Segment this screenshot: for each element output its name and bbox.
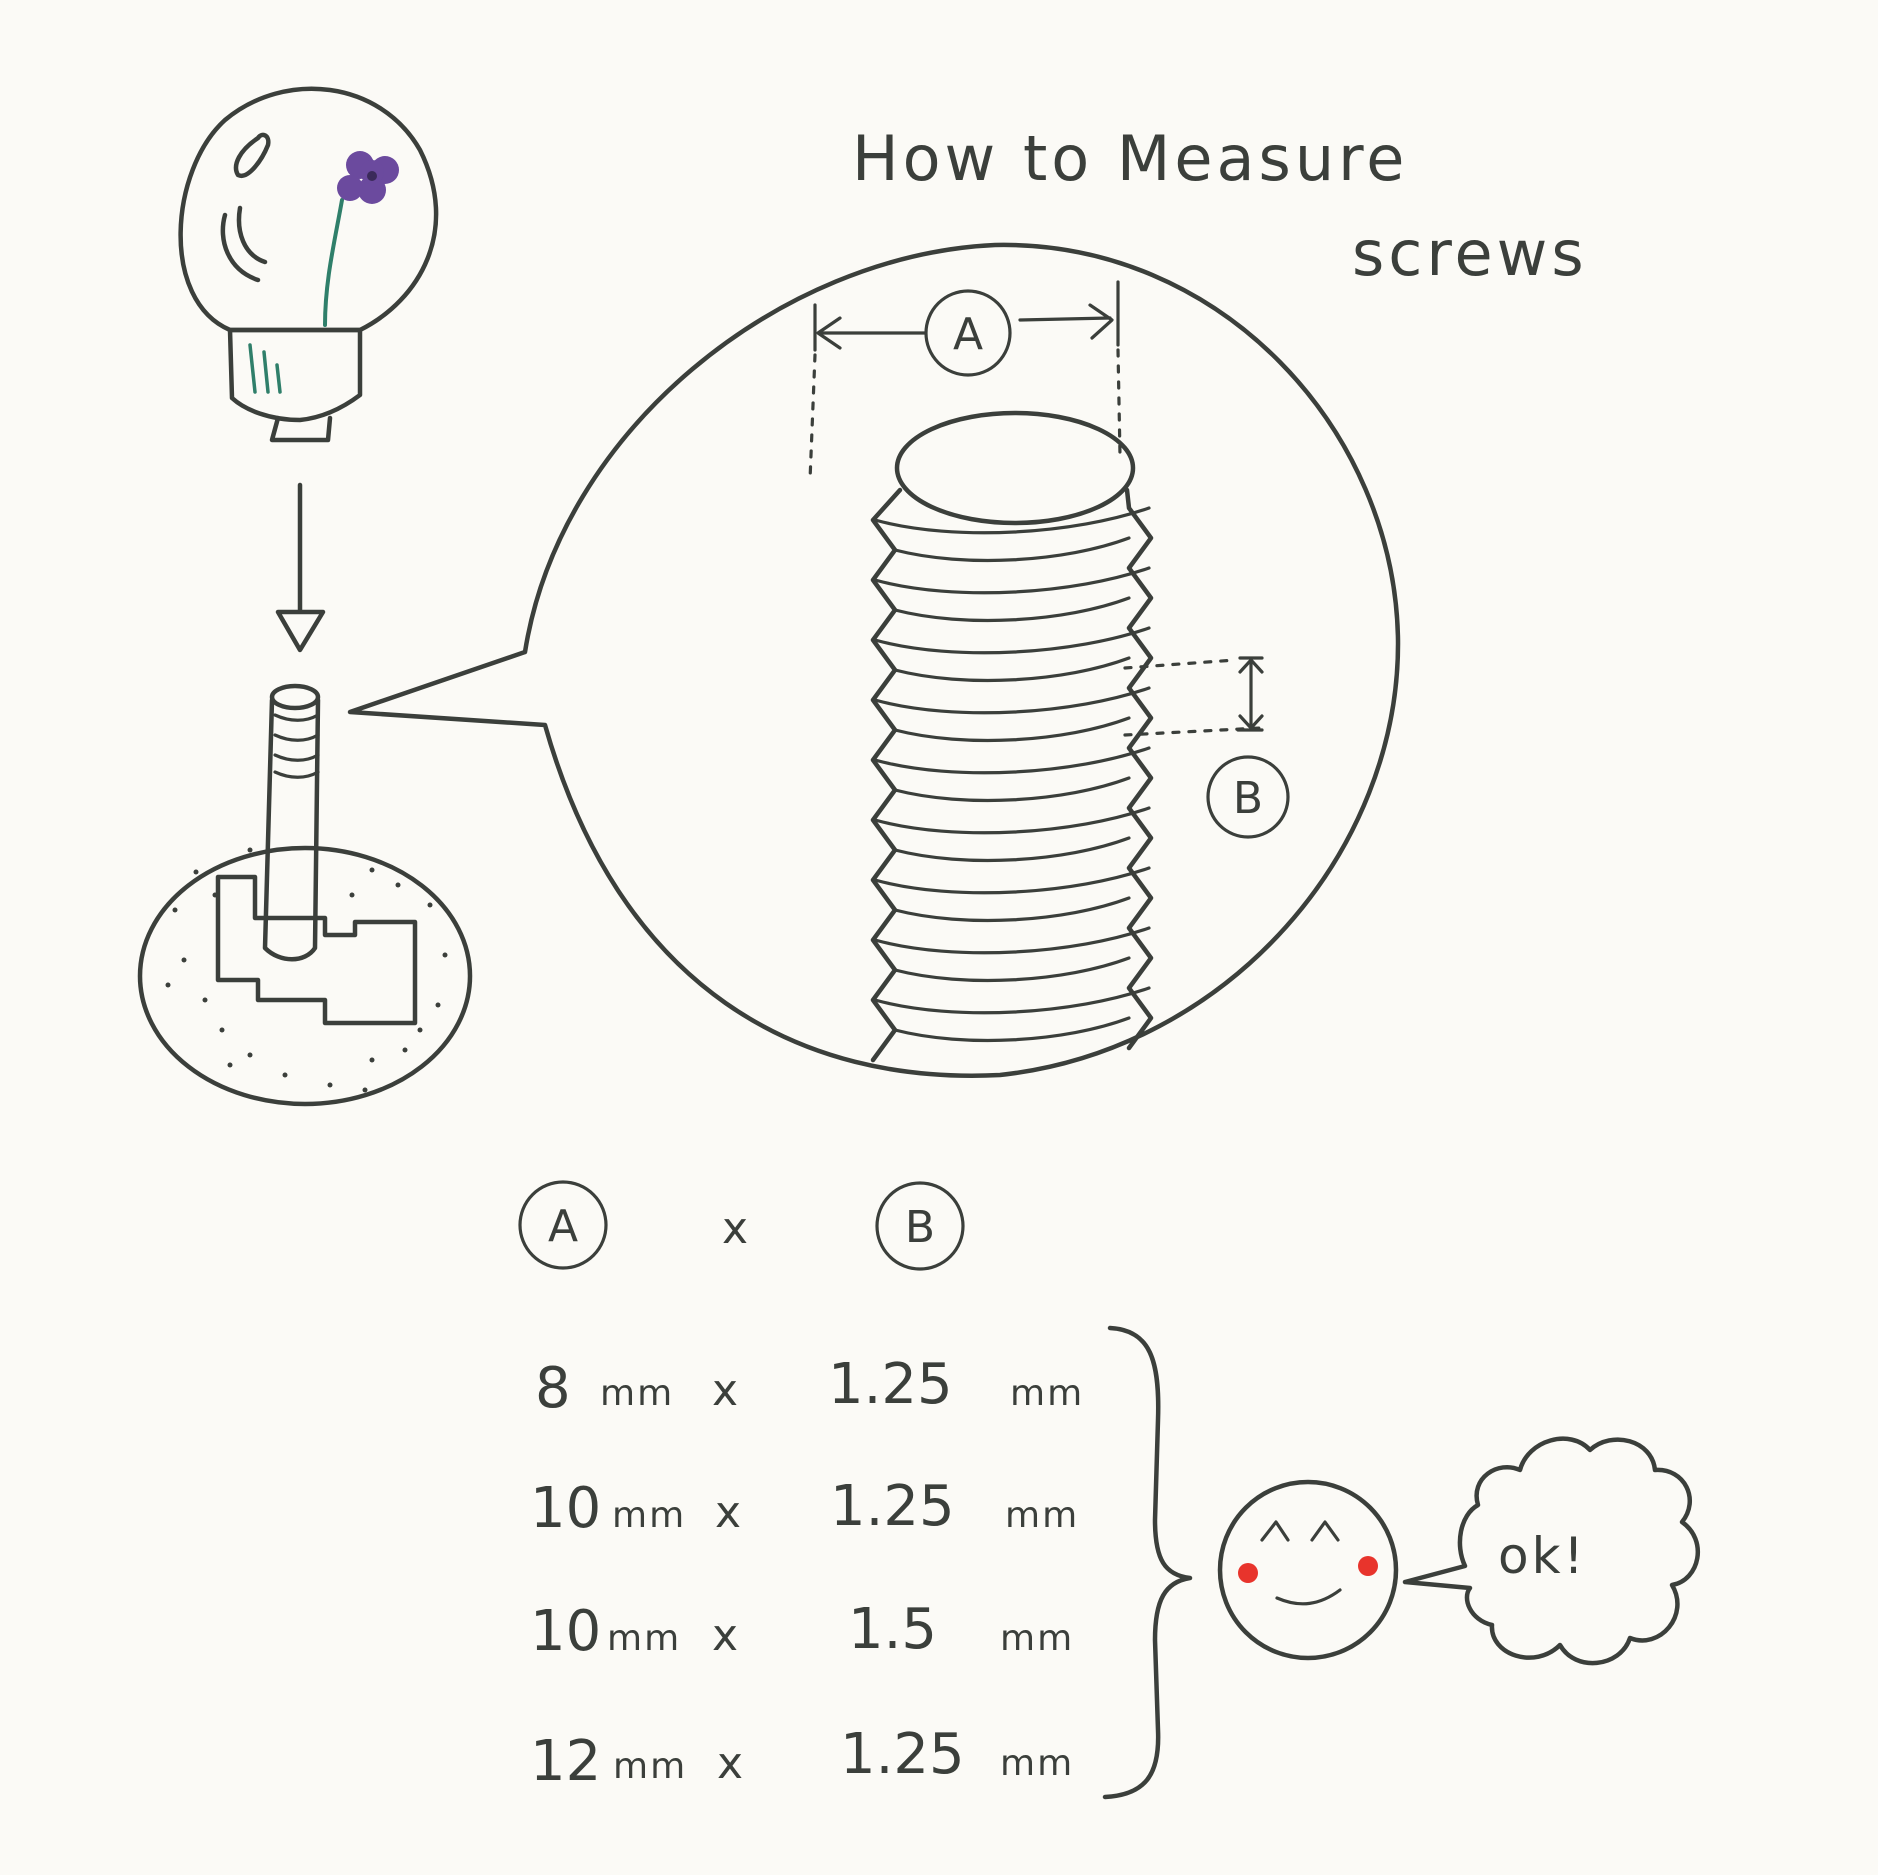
dimension-a: A <box>808 280 1122 482</box>
threaded-screw <box>870 410 1154 1063</box>
size-list: 8 mm x 1.25 mm 10 mm x 1.25 mm 10 mm x 1… <box>530 1352 1084 1794</box>
size-row: 12 mm x 1.25 mm <box>530 1722 1074 1794</box>
screw-thread-line <box>893 896 1131 923</box>
size-a-value: 12 <box>530 1729 601 1794</box>
legend-b: B <box>905 1202 935 1253</box>
screw-thread-line <box>893 656 1131 683</box>
screw-thread-line <box>873 506 1151 535</box>
screw-thread-line <box>873 626 1151 655</box>
size-a-value: 8 <box>535 1356 571 1421</box>
size-a-value: 10 <box>530 1476 601 1541</box>
label-a-circle <box>924 289 1012 377</box>
screw-thread-line <box>873 566 1151 595</box>
size-row: 8 mm x 1.25 mm <box>535 1352 1084 1421</box>
magnifier-bubble <box>347 242 1401 1078</box>
screw-thread-line <box>893 596 1131 623</box>
arrow-down-icon <box>275 482 326 653</box>
title-line-1: How to Measure <box>852 122 1408 195</box>
size-a-unit: mm <box>613 1746 687 1787</box>
size-times: x <box>715 1487 741 1538</box>
size-b-value: 1.25 <box>840 1722 965 1787</box>
screw-thread-line <box>893 836 1131 863</box>
flower-icon <box>337 151 399 204</box>
dimension-a-label: A <box>953 309 983 360</box>
screw-thread-line <box>873 686 1151 715</box>
size-b-value: 1.5 <box>848 1597 937 1662</box>
title-line-2: screws <box>1352 217 1588 290</box>
thought-bubble: ok! <box>1402 1436 1700 1666</box>
ok-text: ok! <box>1498 1527 1587 1585</box>
size-b-unit: mm <box>1010 1373 1084 1414</box>
formula-legend: A x B <box>518 1180 965 1271</box>
size-b-value: 1.25 <box>828 1352 953 1417</box>
screw-thread-line <box>873 806 1151 835</box>
size-row: 10 mm x 1.25 mm <box>530 1474 1079 1541</box>
size-a-unit: mm <box>600 1373 674 1414</box>
right-cheek <box>1358 1556 1378 1576</box>
size-a-unit: mm <box>612 1495 686 1536</box>
size-b-unit: mm <box>1000 1618 1074 1659</box>
screw-thread-line <box>873 926 1151 955</box>
size-times: x <box>717 1738 743 1789</box>
size-a-unit: mm <box>607 1618 681 1659</box>
size-row: 10 mm x 1.5 mm <box>530 1597 1074 1664</box>
label-b-circle <box>1206 755 1290 839</box>
left-cheek <box>1238 1563 1258 1583</box>
size-times: x <box>712 1610 738 1661</box>
dimension-b: B <box>1123 656 1290 839</box>
size-b-unit: mm <box>1000 1743 1074 1784</box>
light-bulb-icon <box>178 86 439 443</box>
size-a-value: 10 <box>530 1599 601 1664</box>
size-b-unit: mm <box>1005 1495 1079 1536</box>
screw-thread-line <box>893 776 1131 803</box>
screw-thread-line <box>893 536 1131 563</box>
smiley-face-icon <box>1217 1479 1399 1661</box>
size-times: x <box>712 1365 738 1416</box>
curly-brace <box>1102 1325 1193 1800</box>
screw-thread-line <box>873 986 1151 1015</box>
screw-thread-line <box>893 1016 1131 1043</box>
legend-times: x <box>722 1203 748 1254</box>
lamp-socket-icon <box>137 683 473 1107</box>
screw-thread-line <box>873 866 1151 895</box>
screw-thread-line <box>893 956 1131 983</box>
dimension-b-label: B <box>1233 773 1263 824</box>
screw-thread-line <box>873 746 1151 775</box>
texture-dots <box>165 847 448 1093</box>
screw-thread-line <box>893 716 1131 743</box>
legend-a: A <box>548 1201 578 1252</box>
size-b-value: 1.25 <box>830 1474 955 1539</box>
